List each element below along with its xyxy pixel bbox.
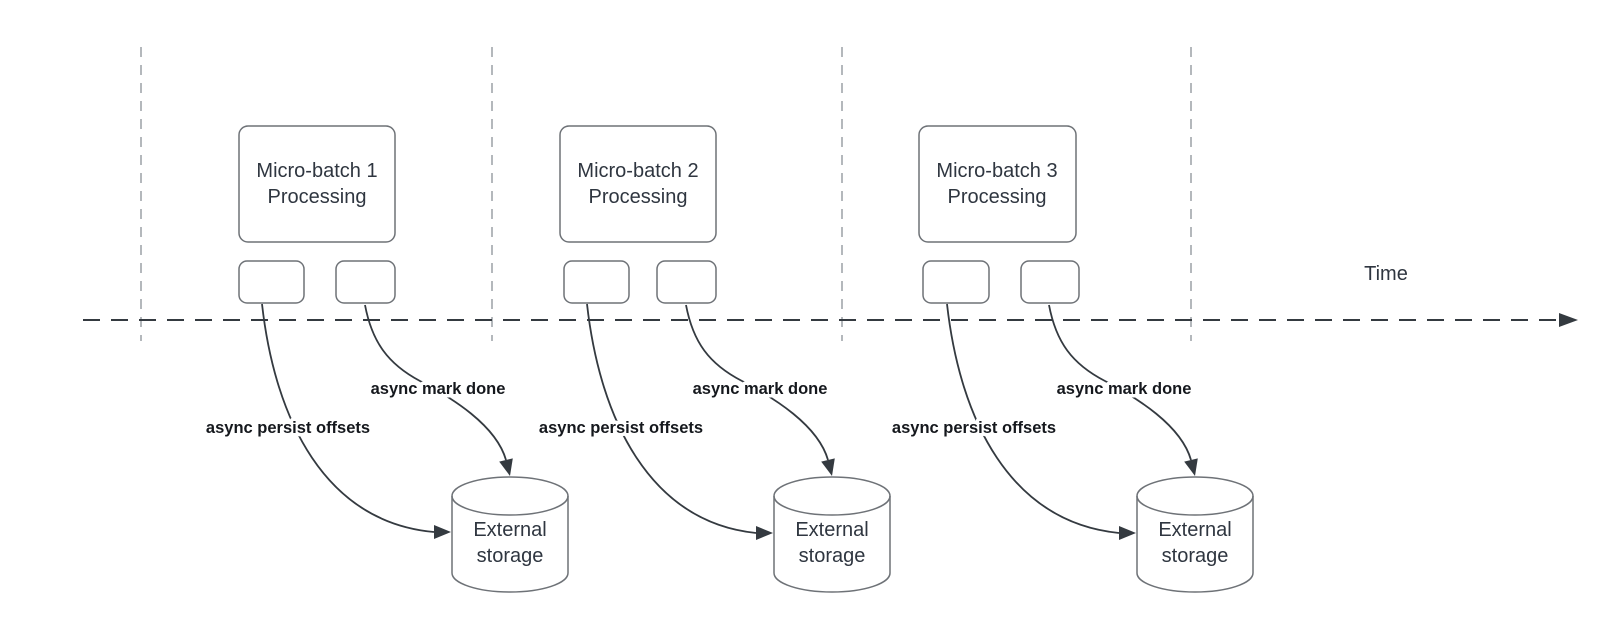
cylinder-lip xyxy=(1136,495,1254,516)
commit-task-box xyxy=(656,260,717,304)
persist-offsets-arrow xyxy=(586,303,757,534)
cylinder-lip xyxy=(773,495,891,516)
batch-group-3: Micro-batch 3 Processing async persist o… xyxy=(888,125,1254,593)
persist-offsets-arrow xyxy=(946,303,1120,534)
persist-arrowhead-icon xyxy=(1119,526,1136,540)
mark-done-label: async mark done xyxy=(693,380,828,398)
commit-task-box xyxy=(335,260,396,304)
mark-done-label: async mark done xyxy=(371,380,506,398)
processing-box-title-line1: Micro-batch 3 xyxy=(936,160,1057,182)
processing-box xyxy=(559,125,717,243)
processing-box-title-line1: Micro-batch 2 xyxy=(577,160,698,182)
external-storage-cylinder: External storage xyxy=(773,476,891,593)
mark-done-arrowhead-icon xyxy=(1184,458,1198,476)
interval-guides xyxy=(140,47,1192,341)
storage-label-line1: External xyxy=(473,519,546,541)
processing-box-title-line1: Micro-batch 1 xyxy=(256,160,377,182)
processing-box xyxy=(918,125,1077,243)
storage-label-line2: storage xyxy=(1162,545,1229,567)
persist-offsets-label: async persist offsets xyxy=(892,419,1056,437)
storage-label-line1: External xyxy=(1158,519,1231,541)
time-axis-arrowhead-icon xyxy=(1559,313,1578,327)
persist-arrowhead-icon xyxy=(434,525,451,539)
mark-done-arrowhead-icon xyxy=(499,458,513,476)
persist-offsets-arrow xyxy=(261,303,435,533)
storage-label-line2: storage xyxy=(799,545,866,567)
storage-label-line2: storage xyxy=(477,545,544,567)
processing-box-title-line2: Processing xyxy=(948,186,1047,208)
cylinder-body xyxy=(1136,476,1254,593)
mark-done-arrow xyxy=(364,304,507,461)
cylinder-body xyxy=(773,476,891,593)
offset-task-box xyxy=(563,260,630,304)
processing-box xyxy=(238,125,396,243)
offset-task-box xyxy=(238,260,305,304)
cylinder-lip xyxy=(451,495,569,516)
batch-group-1: Micro-batch 1 Processing async persist o… xyxy=(202,125,569,593)
mark-done-arrowhead-icon xyxy=(821,458,835,476)
persist-offsets-label: async persist offsets xyxy=(206,419,370,437)
time-axis: Time xyxy=(83,263,1578,327)
persist-arrowhead-icon xyxy=(756,526,773,540)
mark-done-label: async mark done xyxy=(1057,380,1192,398)
commit-task-box xyxy=(1020,260,1080,304)
storage-label-line1: External xyxy=(795,519,868,541)
external-storage-cylinder: External storage xyxy=(1136,476,1254,593)
mark-done-arrow xyxy=(685,304,829,461)
persist-offsets-label: async persist offsets xyxy=(539,419,703,437)
batch-group-2: Micro-batch 2 Processing async persist o… xyxy=(535,125,891,593)
processing-box-title-line2: Processing xyxy=(589,186,688,208)
offset-task-box xyxy=(922,260,990,304)
time-axis-label: Time xyxy=(1364,263,1408,285)
external-storage-cylinder: External storage xyxy=(451,476,569,593)
processing-box-title-line2: Processing xyxy=(268,186,367,208)
cylinder-body xyxy=(451,476,569,593)
mark-done-arrow xyxy=(1048,304,1192,461)
